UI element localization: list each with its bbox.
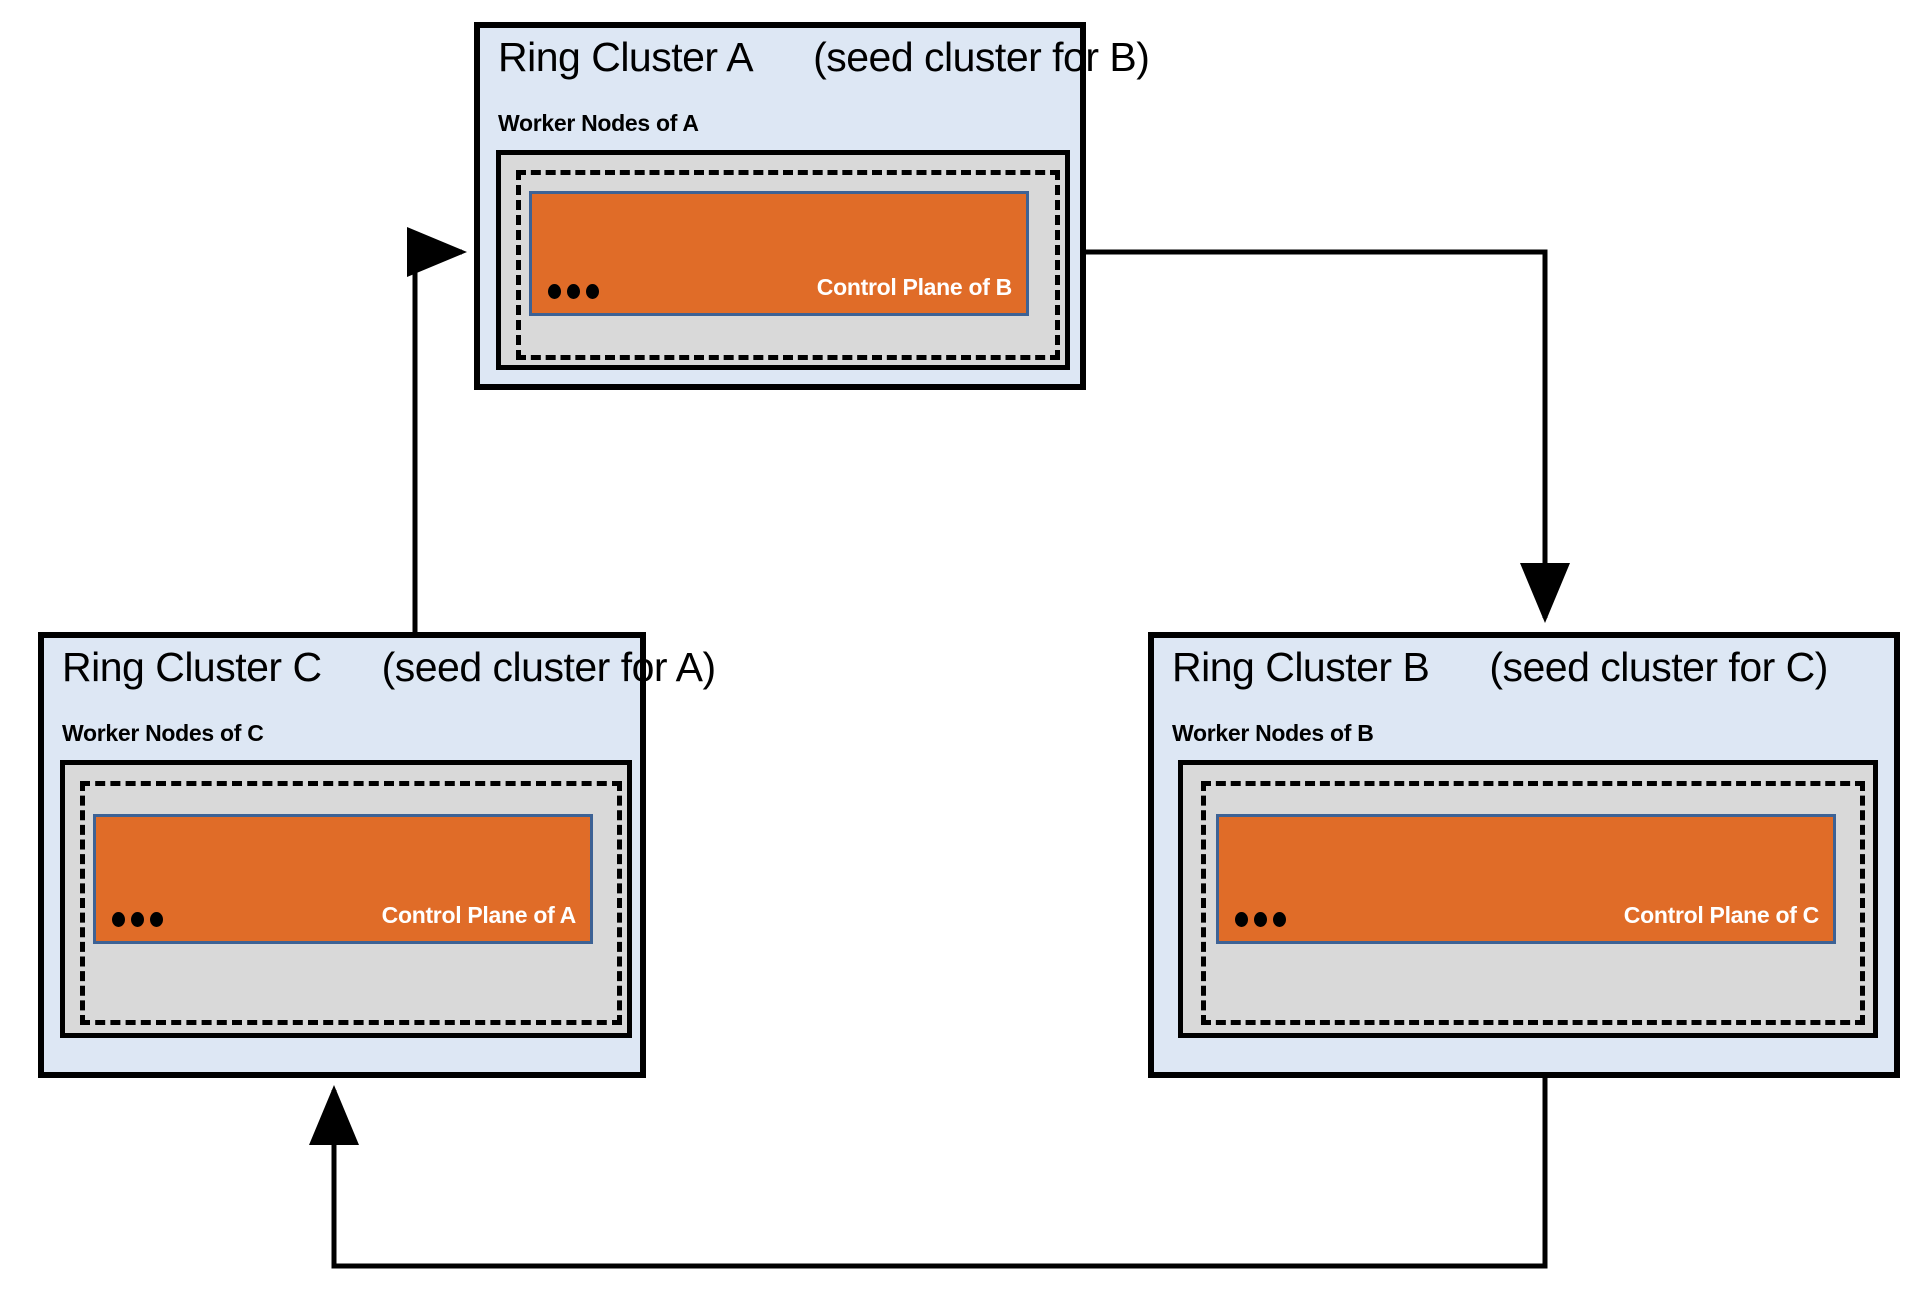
cluster-b-node-box: Control Plane of C	[1201, 781, 1865, 1025]
cluster-c-worker-box: Control Plane of A	[60, 760, 632, 1038]
cluster-c-control-plane-label: Control Plane of A	[381, 902, 577, 928]
cluster-a-worker-label: Worker Nodes of A	[498, 110, 699, 136]
cluster-b-ellipsis-icon	[1235, 912, 1286, 927]
cluster-a-name: Ring Cluster A	[498, 34, 754, 80]
cluster-c-worker-label: Worker Nodes of C	[62, 720, 264, 746]
cluster-b-control-plane[interactable]: Control Plane of C	[1216, 814, 1836, 944]
cluster-a-control-plane[interactable]: Control Plane of B	[529, 191, 1029, 316]
cluster-b-name: Ring Cluster B	[1172, 644, 1430, 690]
edge-a-to-b	[1086, 249, 1570, 623]
cluster-a-node-box: Control Plane of B	[516, 170, 1060, 360]
cluster-a-seed-note: (seed cluster for B)	[813, 34, 1150, 80]
cluster-a-worker-box: Control Plane of B	[496, 150, 1070, 370]
cluster-c-node-box: Control Plane of A	[80, 781, 622, 1025]
cluster-a-ellipsis-icon	[548, 284, 599, 299]
cluster-b-title: Ring Cluster B (seed cluster for C)	[1172, 644, 1828, 691]
edge-b-to-c	[309, 1078, 1548, 1269]
cluster-b-control-plane-label: Control Plane of C	[1623, 902, 1820, 928]
edge-c-to-a	[407, 227, 467, 632]
cluster-c-title: Ring Cluster C (seed cluster for A)	[62, 644, 716, 691]
cluster-b[interactable]: Ring Cluster B (seed cluster for C) Worke…	[1148, 632, 1900, 1078]
cluster-c-seed-note: (seed cluster for A)	[381, 644, 717, 690]
cluster-a-control-plane-label: Control Plane of B	[816, 274, 1013, 300]
cluster-b-worker-label: Worker Nodes of B	[1172, 720, 1374, 746]
cluster-a[interactable]: Ring Cluster A (seed cluster for B) Worke…	[474, 22, 1150, 390]
cluster-c-ellipsis-icon	[112, 912, 163, 927]
cluster-c-control-plane[interactable]: Control Plane of A	[93, 814, 593, 944]
cluster-c-name: Ring Cluster C	[62, 644, 322, 690]
cluster-b-seed-note: (seed cluster for C)	[1489, 644, 1828, 690]
cluster-c[interactable]: Ring Cluster C (seed cluster for A) Worke…	[38, 632, 716, 1078]
cluster-b-worker-box: Control Plane of C	[1178, 760, 1878, 1038]
cluster-a-title: Ring Cluster A (seed cluster for B)	[498, 34, 1150, 81]
